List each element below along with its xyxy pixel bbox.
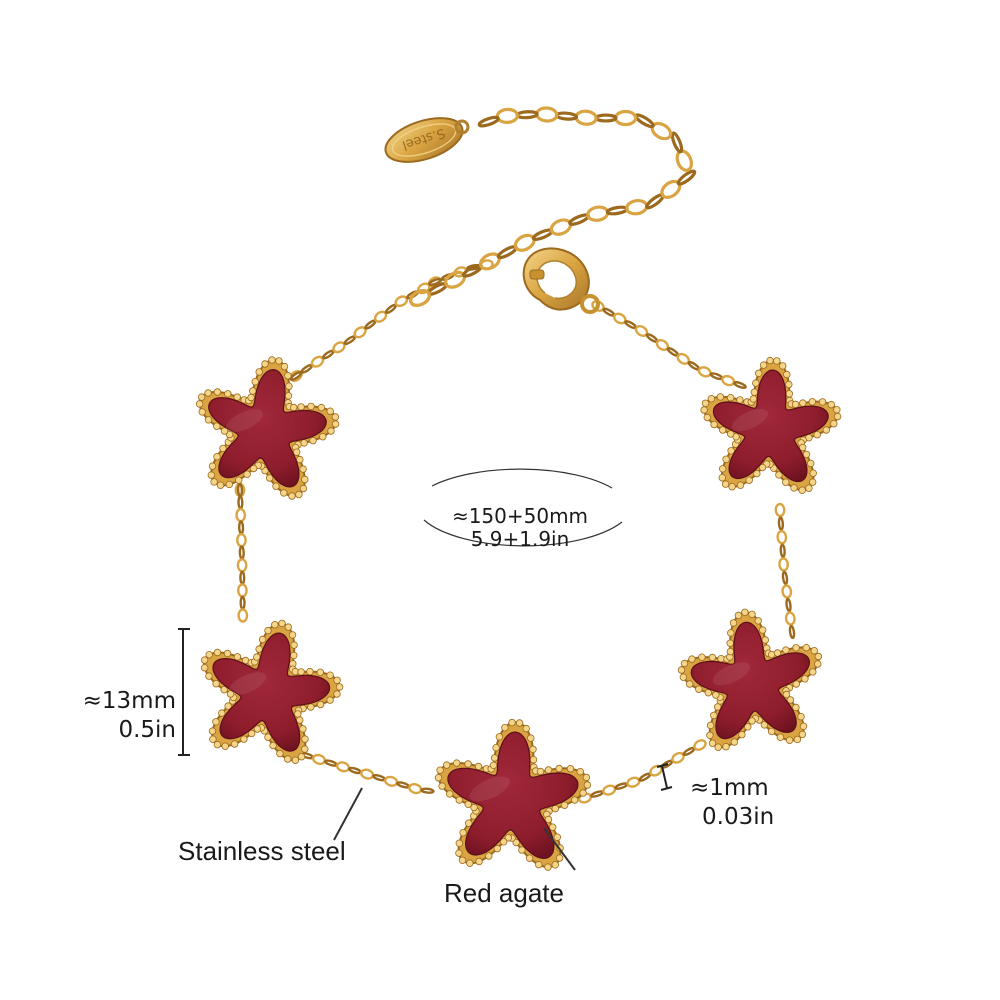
chain-link bbox=[396, 781, 411, 789]
clover-motif bbox=[434, 718, 592, 871]
chain-link bbox=[237, 608, 249, 623]
motif-size-in: 0.5in bbox=[118, 717, 176, 743]
chain-thickness-in: 0.03in bbox=[702, 804, 775, 830]
chain-link bbox=[721, 374, 736, 387]
chain-link bbox=[236, 558, 248, 573]
chain-link bbox=[624, 320, 638, 330]
chain-link bbox=[477, 115, 500, 128]
chain-link bbox=[785, 597, 792, 613]
chain-link bbox=[535, 106, 559, 123]
chain-link bbox=[372, 774, 387, 782]
chain-link bbox=[777, 516, 785, 531]
chain-link bbox=[634, 113, 655, 129]
chain-link bbox=[335, 761, 351, 773]
chain-link bbox=[676, 169, 697, 186]
chain-link bbox=[776, 530, 788, 545]
chain-link bbox=[590, 790, 605, 798]
chain-link bbox=[638, 772, 652, 782]
chain-link bbox=[602, 307, 616, 317]
extender-chain bbox=[409, 106, 697, 307]
chain-link bbox=[778, 557, 790, 572]
chain-link bbox=[554, 111, 579, 121]
chain-link bbox=[779, 543, 786, 558]
red-agate-inlay bbox=[212, 632, 331, 752]
stone-material-label: Red agate bbox=[444, 878, 564, 908]
chain-thickness-label: ≈1mm 0.03in bbox=[690, 777, 774, 829]
chain-link bbox=[289, 371, 303, 381]
chain-link bbox=[408, 783, 423, 795]
chain-link bbox=[238, 520, 245, 535]
chain-link bbox=[781, 584, 793, 599]
chain-link bbox=[605, 205, 629, 216]
chain-link bbox=[236, 482, 244, 498]
chain-link bbox=[549, 218, 573, 236]
leader-lines bbox=[333, 787, 576, 871]
chain-link bbox=[625, 198, 649, 216]
motif-size-label: ≈13mm 0.5in bbox=[40, 690, 176, 742]
chain-link bbox=[420, 787, 435, 794]
chain-link bbox=[670, 131, 684, 154]
chain-link bbox=[626, 776, 641, 788]
chain-link bbox=[238, 545, 245, 560]
chain-link bbox=[235, 507, 247, 523]
chain-link bbox=[693, 739, 707, 751]
chain-link bbox=[324, 759, 338, 767]
chain-link bbox=[384, 303, 398, 315]
chain-link bbox=[784, 611, 796, 626]
chain-link bbox=[682, 746, 696, 757]
chain-link bbox=[515, 110, 539, 120]
motif-size-mm: ≈13mm bbox=[82, 688, 176, 714]
length-in: 5.9+1.9in bbox=[470, 527, 570, 551]
red-agate-inlay bbox=[447, 731, 579, 860]
chain-link bbox=[236, 583, 248, 598]
clover-motif bbox=[677, 608, 823, 751]
chain-link bbox=[237, 495, 244, 510]
chain-link bbox=[495, 107, 519, 125]
lobster-clasp bbox=[522, 247, 600, 314]
red-agate-inlay bbox=[690, 621, 811, 740]
clover-motifs bbox=[195, 356, 842, 871]
chain-link bbox=[675, 149, 693, 172]
clover-motif bbox=[200, 619, 344, 764]
chain-link bbox=[788, 624, 796, 640]
chain-link bbox=[697, 366, 712, 378]
chain-link bbox=[321, 349, 335, 360]
red-agate-inlay bbox=[712, 369, 829, 483]
red-agate-inlay bbox=[208, 368, 327, 488]
chain-link bbox=[239, 595, 246, 611]
length-annotation bbox=[423, 468, 623, 547]
tag-charm: S.steel bbox=[384, 117, 470, 163]
chain-link bbox=[360, 768, 375, 780]
chain-link bbox=[594, 113, 618, 123]
chain-link bbox=[614, 782, 629, 790]
chain-link bbox=[409, 289, 431, 307]
chain-link bbox=[574, 109, 598, 126]
chain-link bbox=[311, 753, 327, 765]
clover-motif bbox=[700, 356, 842, 494]
chain-link bbox=[348, 766, 362, 775]
size-bracket bbox=[178, 628, 190, 756]
chain-link bbox=[733, 381, 747, 389]
chain-link bbox=[239, 570, 246, 585]
chain-link bbox=[602, 784, 617, 796]
chain-link bbox=[774, 502, 786, 518]
chain-link bbox=[364, 319, 377, 330]
chain-link bbox=[613, 109, 638, 127]
clover-motif bbox=[195, 356, 340, 500]
chain-link bbox=[235, 533, 247, 548]
length-mm: ≈150+50mm bbox=[451, 504, 589, 528]
chain-link bbox=[428, 277, 442, 287]
chain-link bbox=[709, 372, 724, 381]
chain-link bbox=[343, 335, 357, 346]
chain-material-label: Stainless steel bbox=[178, 836, 346, 866]
chain-link bbox=[586, 205, 610, 222]
length-label: ≈150+50mm 5.9+1.9in bbox=[432, 506, 608, 549]
thickness-marker bbox=[656, 763, 673, 791]
chain-link bbox=[384, 775, 399, 787]
chain-link bbox=[781, 570, 789, 586]
chain-thickness-mm: ≈1mm bbox=[690, 775, 769, 801]
chain-link bbox=[300, 363, 314, 374]
